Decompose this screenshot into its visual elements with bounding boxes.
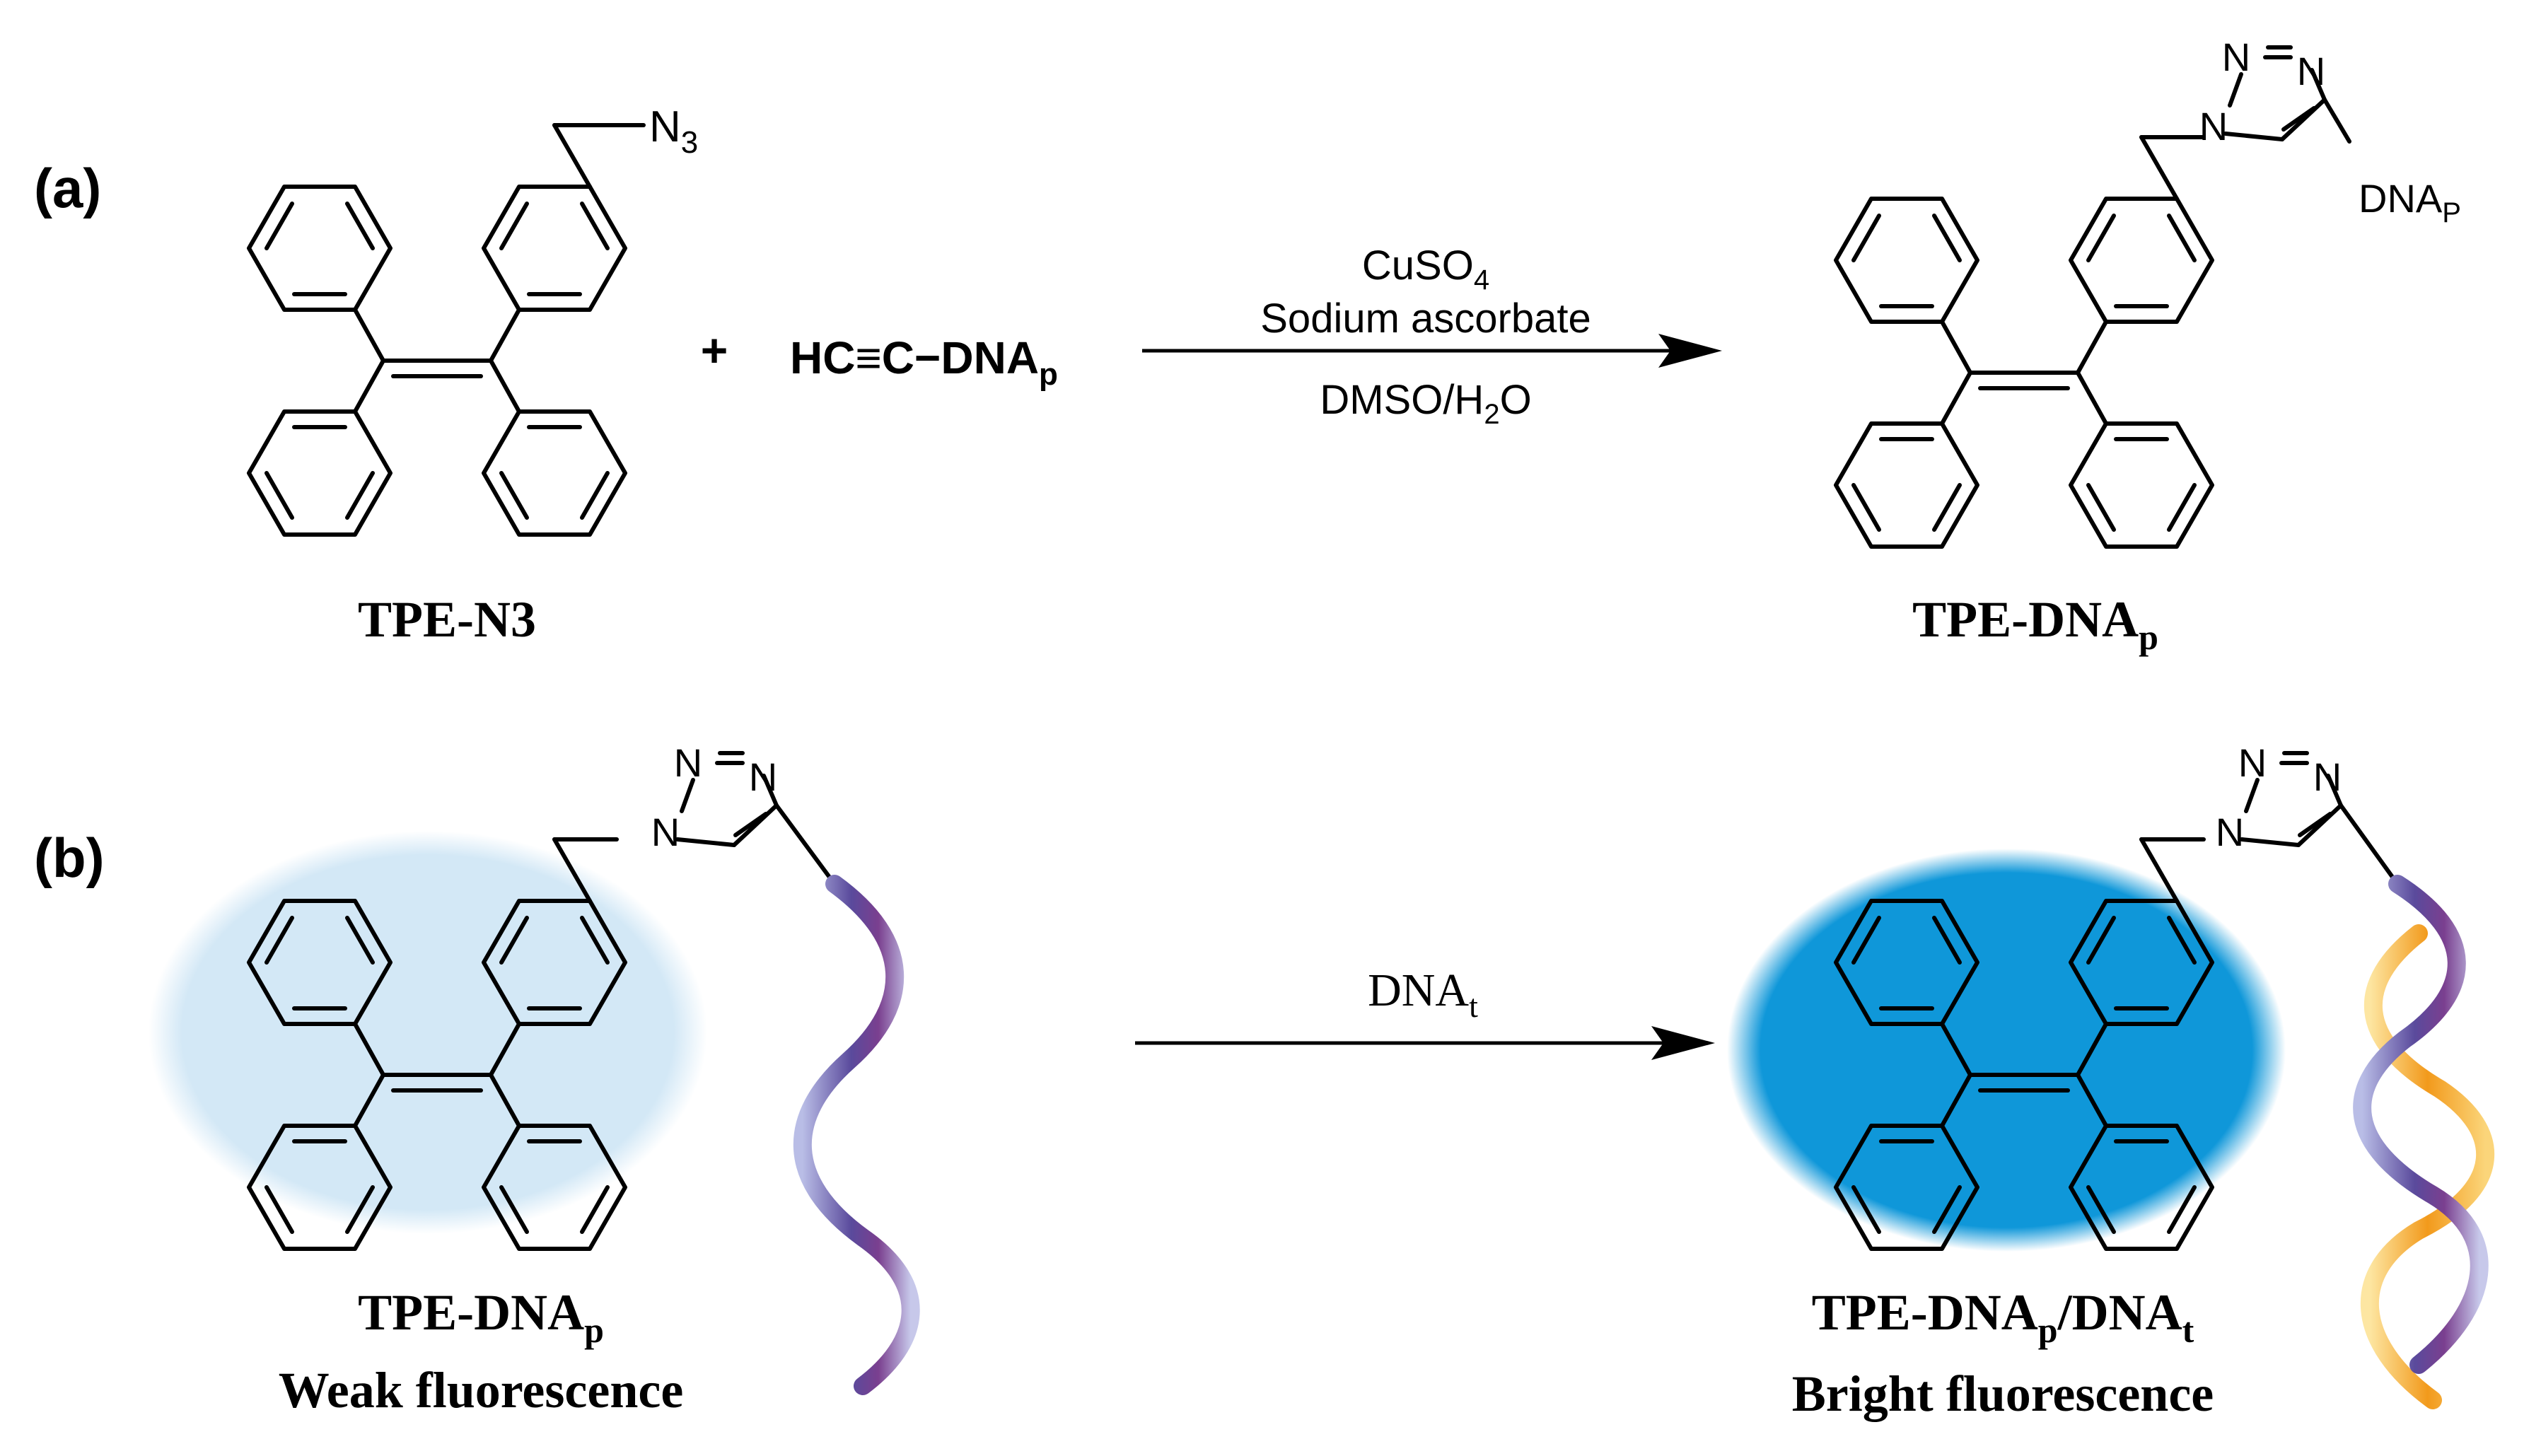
svg-text:N: N: [2222, 35, 2250, 79]
solvent-label: DMSO/H2O: [1320, 377, 1531, 430]
tpe-dnap-product-label: TPE-DNAp: [1912, 591, 2158, 657]
svg-text:N: N: [2313, 755, 2342, 799]
product-triazole-atoms: N N N: [2199, 35, 2325, 148]
tpe-dnap-probe-structure: [249, 753, 837, 1249]
tpe-n3-label: TPE-N3: [358, 591, 536, 648]
target-dna-strand: [2360, 924, 2495, 1409]
svg-text:N: N: [2297, 49, 2325, 93]
weak-fluorescence-glow: [149, 831, 707, 1234]
azide-label: N: [649, 103, 681, 151]
svg-text:N: N: [749, 755, 777, 799]
reaction-arrow-a: [1142, 334, 1722, 368]
reagent-sodium-ascorbate: Sodium ascorbate: [1260, 296, 1591, 342]
tpe-dnap-probe-label: TPE-DNAp: [358, 1284, 604, 1350]
tpe-dnap-dnat-label: TPE-DNAp/DNAt: [1812, 1284, 2194, 1350]
probe-triazole-atoms: N N N: [651, 740, 777, 854]
tpe-dnap-product-structure: [1836, 47, 2351, 547]
duplex-triazole-atoms: N N N: [2216, 740, 2342, 854]
single-strand-dna-probe: [793, 875, 920, 1395]
reagent-cuso4: CuSO4: [1362, 243, 1489, 296]
panel-a-label: (a): [34, 157, 101, 219]
bright-fluorescence-glow: [1727, 849, 2286, 1252]
panel-b-label: (b): [34, 827, 105, 889]
target-dna-label: DNAt: [1368, 965, 1478, 1024]
tpe-dnap-dnat-duplex-structure: [1836, 753, 2400, 1249]
tpe-n3-structure: N3: [249, 103, 698, 535]
reaction-arrow-b: [1135, 1026, 1715, 1060]
svg-text:N: N: [2199, 104, 2228, 148]
product-dna-substituent: DNAP: [2359, 176, 2461, 228]
svg-text:N: N: [651, 810, 680, 854]
svg-text:N: N: [674, 740, 702, 785]
azide-subscript: 3: [681, 125, 698, 160]
svg-text:N: N: [2216, 810, 2244, 854]
svg-text:N3: N3: [649, 103, 698, 160]
probe-dna-strand-duplex: [2353, 875, 2489, 1374]
bright-fluorescence-caption: Bright fluorescence: [1792, 1365, 2214, 1422]
svg-text:N: N: [2238, 740, 2267, 785]
plus-sign: +: [701, 324, 728, 376]
alkyne-dna-label: HC≡C−DNAp: [790, 332, 1058, 392]
weak-fluorescence-caption: Weak fluorescence: [279, 1362, 684, 1419]
